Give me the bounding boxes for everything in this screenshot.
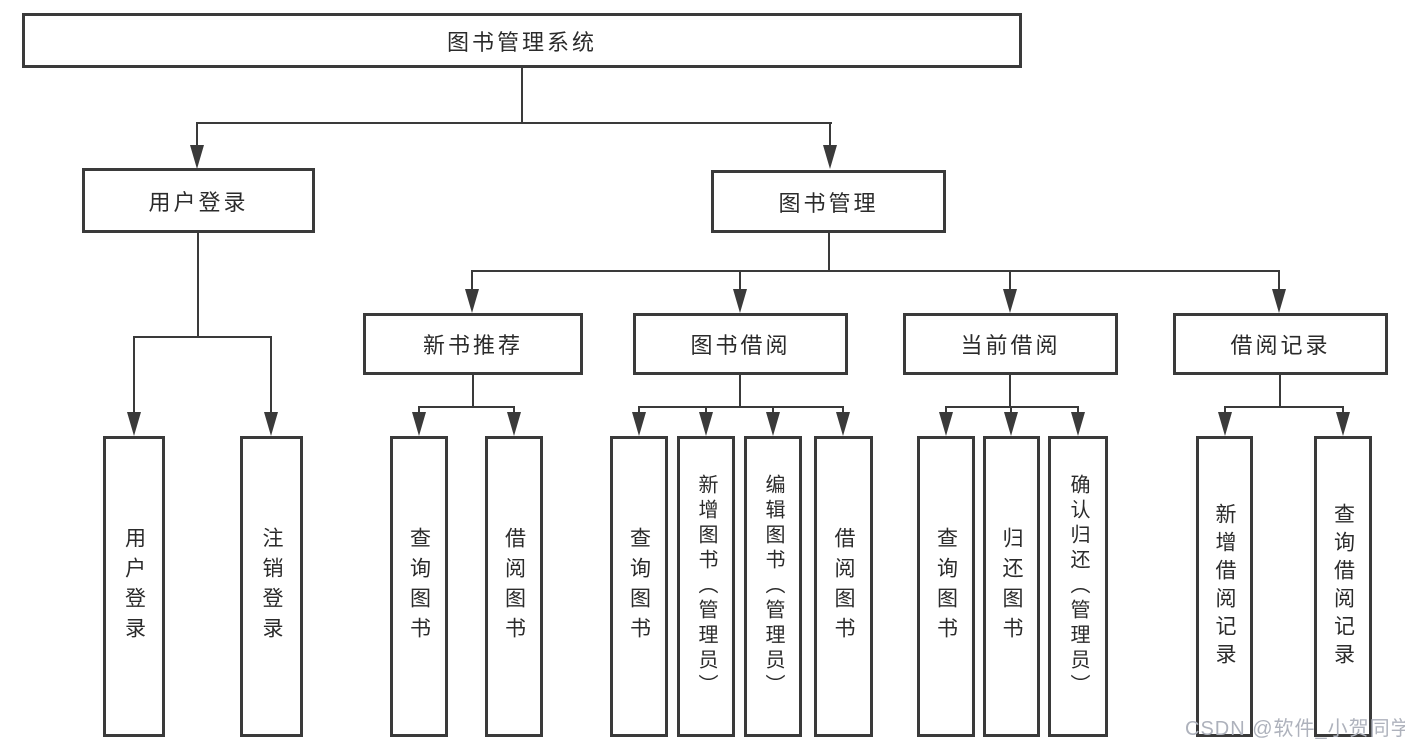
- arrowhead-icon: [507, 412, 521, 436]
- connector-records-bar: [1224, 406, 1344, 408]
- connector-level3-bar: [471, 270, 1280, 272]
- leaf-confirm-return-admin-label: 确认归还（管理员）: [1067, 474, 1089, 699]
- connector-recommend-down: [472, 375, 474, 406]
- leaf-logout: 注销登录: [240, 436, 303, 737]
- arrowhead-icon: [1004, 412, 1018, 436]
- arrowhead-icon: [1336, 412, 1350, 436]
- arrowhead-icon: [1272, 289, 1286, 313]
- leaf-logout-label: 注销登录: [260, 526, 283, 647]
- node-borrow-records-label: 借阅记录: [1230, 333, 1331, 358]
- node-root-label: 图书管理系统: [446, 29, 597, 55]
- leaf-query-books-borrow-label: 查询图书: [627, 526, 651, 647]
- leaf-query-books-current: 查询图书: [917, 436, 975, 737]
- arrowhead-icon: [412, 412, 426, 436]
- node-book-borrow-label: 图书借阅: [690, 333, 791, 358]
- arrowhead-icon: [733, 289, 747, 313]
- leaf-add-borrow-record-label: 新增借阅记录: [1213, 502, 1236, 671]
- leaf-return-books: 归还图书: [983, 436, 1040, 737]
- leaf-borrow-books-recommend-label: 借阅图书: [502, 526, 526, 647]
- arrowhead-icon: [632, 412, 646, 436]
- leaf-edit-books-admin: 编辑图书（管理员）: [744, 436, 802, 737]
- connector-leaf-stem: [705, 406, 707, 414]
- connector-borrow-bar: [638, 406, 844, 408]
- arrowhead-icon: [699, 412, 713, 436]
- leaf-query-books-borrow: 查询图书: [610, 436, 668, 737]
- connector-book-mgmt-down: [828, 233, 830, 270]
- connector-leaf-stem: [1224, 406, 1226, 414]
- arrowhead-icon: [127, 412, 141, 436]
- leaf-borrow-books-recommend: 借阅图书: [485, 436, 543, 737]
- node-book-management-label: 图书管理: [778, 190, 879, 216]
- connector-book-mgmt-stem: [829, 122, 831, 146]
- connector-records-down: [1279, 375, 1281, 406]
- connector-user-login-bar: [133, 336, 272, 338]
- connector-leaf-stem: [1342, 406, 1344, 414]
- leaf-query-books-recommend-label: 查询图书: [407, 526, 431, 647]
- leaf-query-borrow-record: 查询借阅记录: [1314, 436, 1372, 737]
- arrowhead-icon: [1071, 412, 1085, 436]
- leaf-add-books-admin-label: 新增图书（管理员）: [695, 474, 717, 699]
- arrowhead-icon: [1218, 412, 1232, 436]
- connector-current-down: [1009, 375, 1011, 406]
- leaf-borrow-books-label: 借阅图书: [832, 526, 855, 647]
- connector-current-bar: [945, 406, 1079, 408]
- arrowhead-icon: [939, 412, 953, 436]
- csdn-watermark: CSDN @软件_小贺同学: [1185, 718, 1405, 740]
- arrowhead-icon: [823, 145, 837, 169]
- arrowhead-icon: [836, 412, 850, 436]
- connector-leaf-stem: [513, 406, 515, 414]
- connector-user-login-down: [197, 233, 199, 336]
- node-root: 图书管理系统: [22, 13, 1022, 68]
- connector-leaf-stem: [418, 406, 420, 414]
- connector-leaf-stem: [638, 406, 640, 414]
- node-new-book-recommend-label: 新书推荐: [422, 333, 523, 358]
- node-borrow-records: 借阅记录: [1173, 313, 1388, 375]
- connector-level3-stem: [1009, 270, 1011, 290]
- leaf-user-login-label: 用户登录: [122, 526, 146, 647]
- connector-recommend-bar: [418, 406, 515, 408]
- connector-leaf-stem: [133, 336, 135, 412]
- arrowhead-icon: [766, 412, 780, 436]
- connector-leaf-stem: [1010, 406, 1012, 414]
- leaf-borrow-books: 借阅图书: [814, 436, 873, 737]
- leaf-add-books-admin: 新增图书（管理员）: [677, 436, 735, 737]
- leaf-query-books-recommend: 查询图书: [390, 436, 448, 737]
- connector-borrow-down: [739, 375, 741, 406]
- connector-root-stem: [521, 68, 523, 122]
- leaf-query-books-current-label: 查询图书: [934, 526, 958, 647]
- leaf-confirm-return-admin: 确认归还（管理员）: [1048, 436, 1108, 737]
- arrowhead-icon: [1003, 289, 1017, 313]
- connector-level2-bar: [196, 122, 832, 124]
- arrowhead-icon: [264, 412, 278, 436]
- node-user-login: 用户登录: [82, 168, 315, 233]
- node-book-borrow: 图书借阅: [633, 313, 848, 375]
- connector-leaf-stem: [945, 406, 947, 414]
- connector-level3-stem: [739, 270, 741, 290]
- arrowhead-icon: [465, 289, 479, 313]
- leaf-edit-books-admin-label: 编辑图书（管理员）: [762, 474, 784, 699]
- connector-level3-stem: [1278, 270, 1280, 290]
- leaf-return-books-label: 归还图书: [1000, 526, 1023, 647]
- node-current-borrow: 当前借阅: [903, 313, 1118, 375]
- connector-level3-stem: [471, 270, 473, 290]
- node-user-login-label: 用户登录: [148, 189, 249, 215]
- node-current-borrow-label: 当前借阅: [960, 333, 1061, 358]
- connector-leaf-stem: [772, 406, 774, 414]
- arrowhead-icon: [190, 145, 204, 169]
- connector-leaf-stem: [1077, 406, 1079, 414]
- connector-user-login-stem: [196, 122, 198, 146]
- leaf-add-borrow-record: 新增借阅记录: [1196, 436, 1253, 737]
- leaf-query-borrow-record-label: 查询借阅记录: [1331, 502, 1355, 671]
- leaf-user-login: 用户登录: [103, 436, 165, 737]
- node-book-management: 图书管理: [711, 170, 946, 233]
- node-new-book-recommend: 新书推荐: [363, 313, 583, 375]
- connector-leaf-stem: [842, 406, 844, 414]
- connector-leaf-stem: [270, 336, 272, 412]
